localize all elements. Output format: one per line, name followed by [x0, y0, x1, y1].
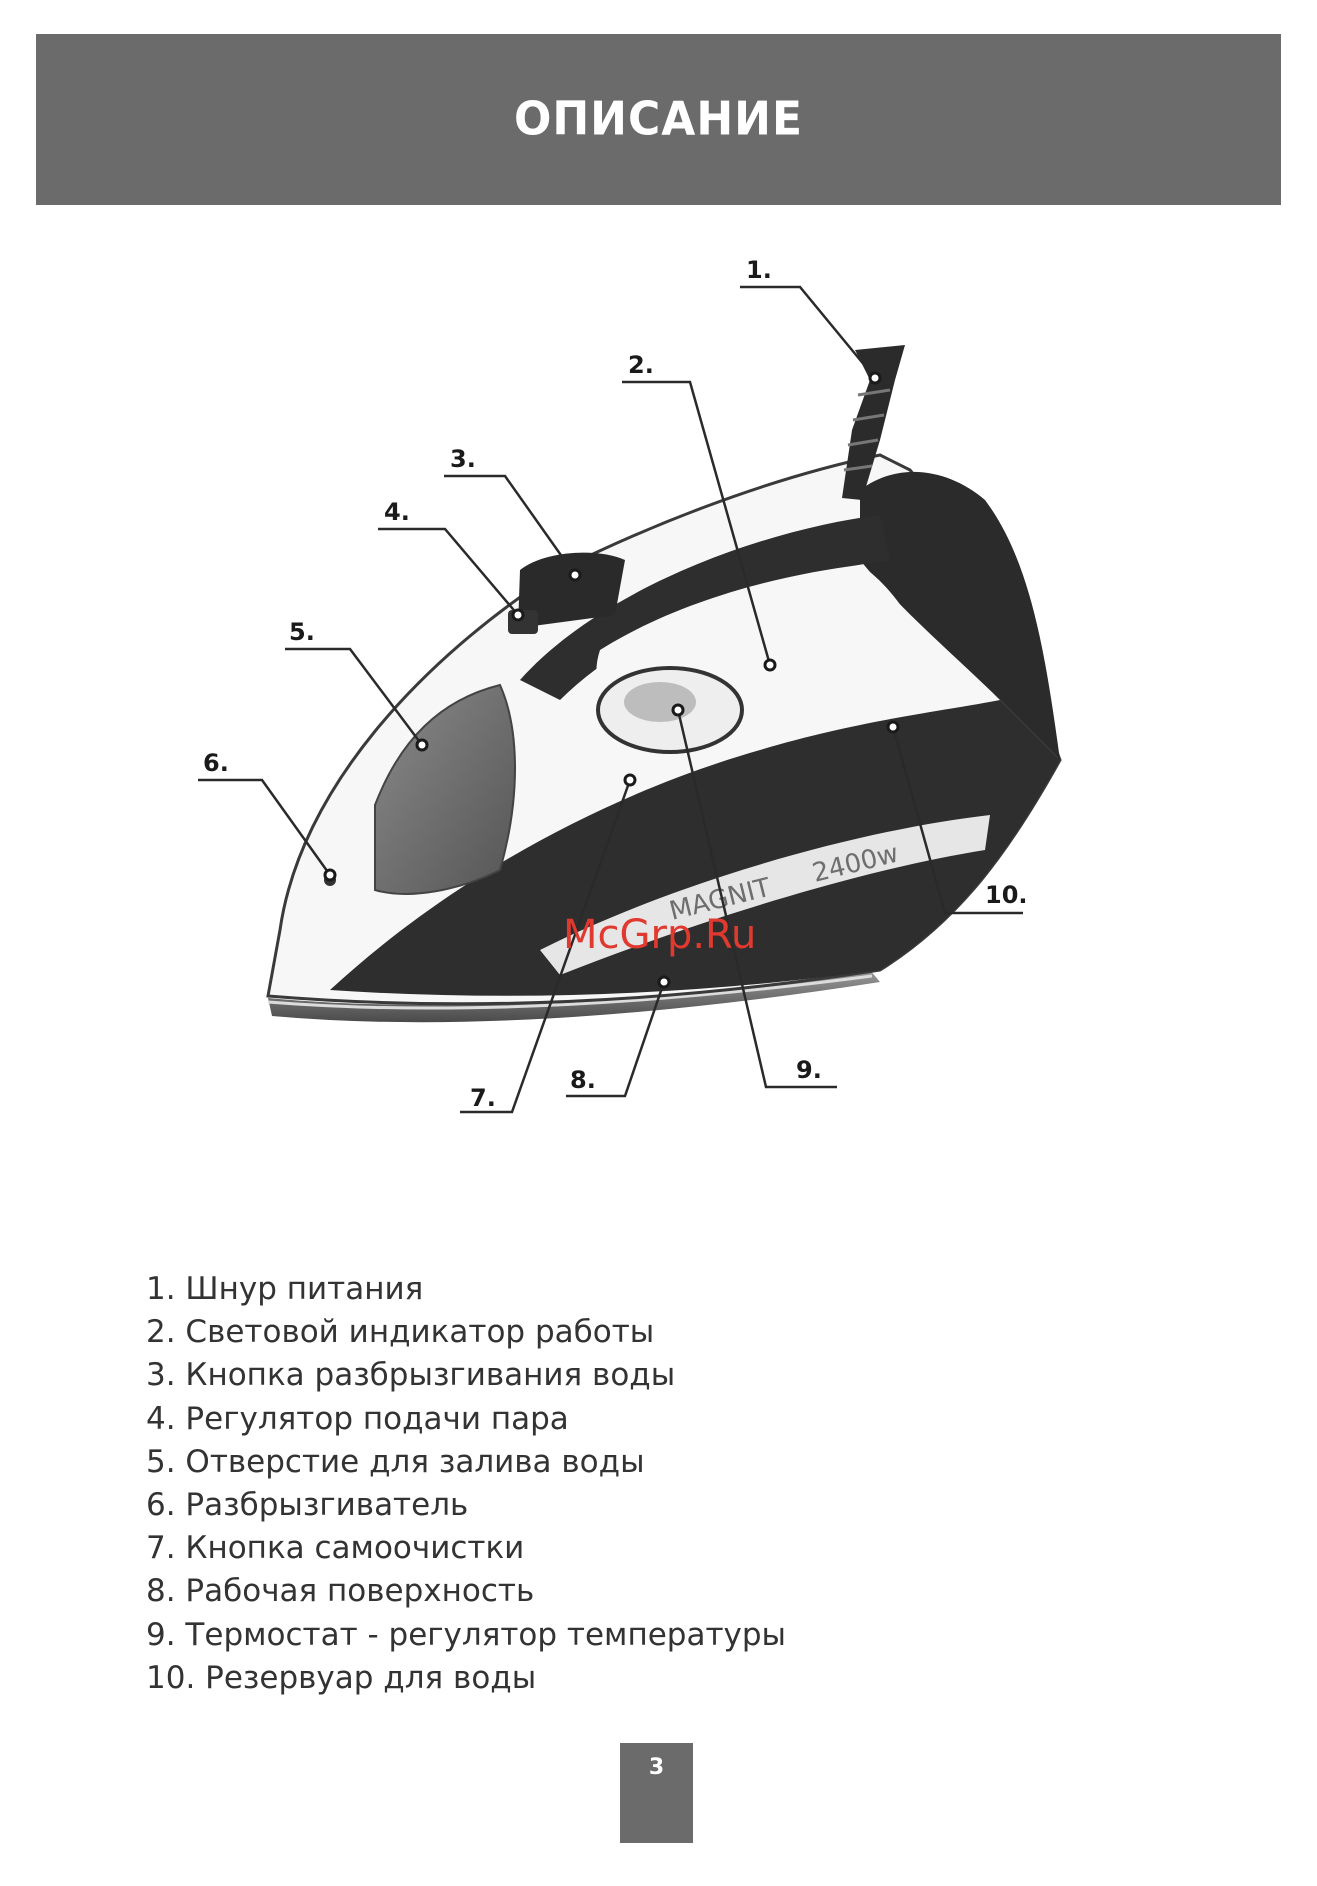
iron-illustration: MAGNIT 2400w [266, 345, 1062, 1023]
list-item: 7. Кнопка самоочистки [146, 1530, 525, 1567]
callout-9: 9. [796, 1056, 822, 1084]
leader-3 [444, 474, 577, 576]
spray-button-shape [518, 552, 625, 628]
power-cord-guard [842, 345, 905, 500]
leader-7 [460, 779, 632, 1114]
leader-9 [676, 709, 837, 1089]
leader-1 [740, 285, 876, 379]
leader-5 [285, 647, 423, 746]
leader-10 [891, 726, 1023, 915]
callout-8: 8. [570, 1066, 596, 1094]
list-item: 1. Шнур питания [146, 1271, 424, 1307]
callout-1: 1. [746, 256, 772, 284]
callout-2: 2. [628, 351, 654, 379]
callout-dots [323, 371, 900, 989]
callout-6: 6. [203, 749, 229, 777]
iron-diagram: MAGNIT 2400w 1. 2. 3. 4. 5. 6. 7. 8. 9. … [198, 256, 1062, 1114]
watermark: McGrp.Ru [563, 912, 756, 958]
leader-4 [378, 527, 519, 616]
leader-2 [622, 380, 772, 666]
list-item: 9. Термостат - регулятор температуры [146, 1616, 787, 1653]
iron-body-dark-panel [330, 700, 1060, 996]
iron-rear-dark [860, 471, 1060, 760]
page-title: ОПИСАНИЕ [513, 92, 804, 147]
callout-3: 3. [450, 445, 476, 473]
list-item: 10. Резервуар для воды [146, 1659, 537, 1696]
callout-7: 7. [470, 1084, 496, 1112]
list-item: 5. Отверстие для залива воды [146, 1443, 645, 1480]
leader-6 [198, 778, 332, 876]
list-item: 4. Регулятор подачи пара [146, 1400, 569, 1437]
parts-list: 1. Шнур питания 2. Световой индикатор ра… [146, 1268, 786, 1700]
header-bar: ОПИСАНИЕ [36, 34, 1281, 205]
page-number-box: 3 [620, 1743, 693, 1843]
list-item: 6. Разбрызгиватель [146, 1487, 469, 1524]
list-item: 2. Световой индикатор работы [146, 1314, 655, 1351]
page-number: 3 [648, 1755, 665, 1780]
list-item: 3. Кнопка разбрызгивания воды [146, 1357, 676, 1394]
callout-5: 5. [289, 618, 315, 646]
leader-8 [566, 981, 666, 1098]
callout-leaders [198, 285, 1023, 1114]
list-item: 8. Рабочая поверхность [146, 1573, 535, 1610]
callout-4: 4. [384, 498, 410, 526]
callout-10: 10. [985, 881, 1028, 909]
water-window [374, 683, 516, 895]
